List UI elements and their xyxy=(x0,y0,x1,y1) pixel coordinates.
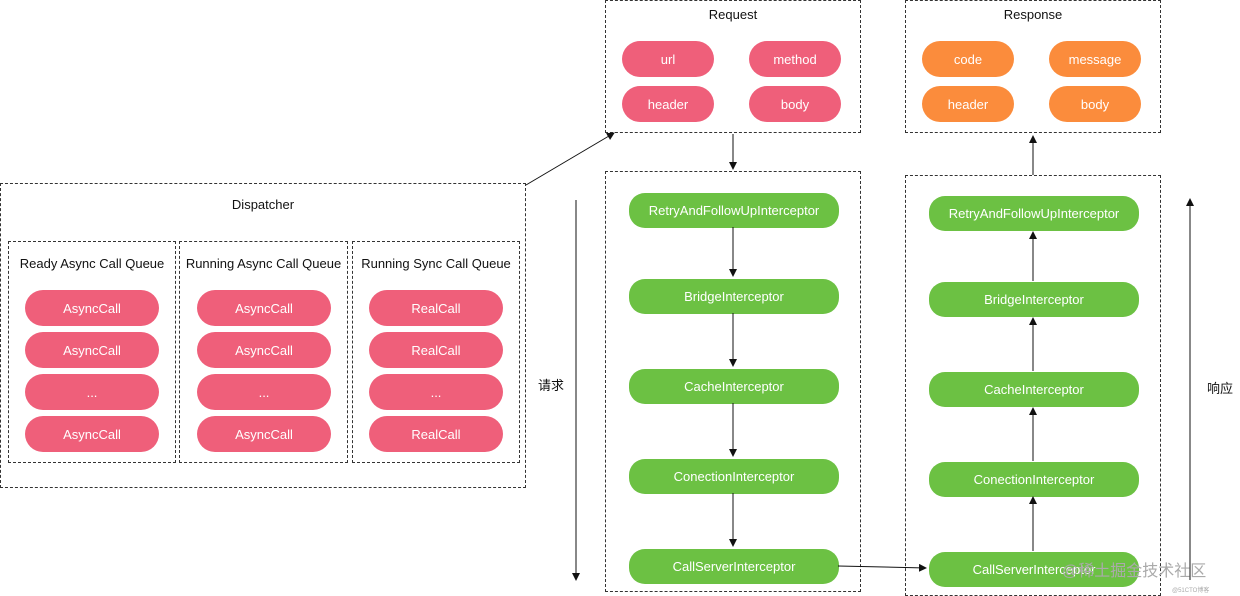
request-interceptor: ConectionInterceptor xyxy=(629,459,839,494)
response-interceptor: ConectionInterceptor xyxy=(929,462,1139,497)
queue-item: ... xyxy=(369,374,503,410)
response-code: code xyxy=(922,41,1014,77)
dispatcher-title: Dispatcher xyxy=(231,197,295,212)
dispatcher-box: Dispatcher Ready Async Call Queue AsyncC… xyxy=(0,183,526,488)
running-async-queue: Running Async Call Queue AsyncCall Async… xyxy=(179,241,348,463)
response-header: header xyxy=(922,86,1014,122)
watermark-sub: @51CTO博客 xyxy=(1172,588,1210,594)
watermark: @稀土掘金技术社区 xyxy=(1062,563,1207,580)
request-direction-label: 请求 xyxy=(538,378,565,393)
queue-item: RealCall xyxy=(369,332,503,368)
queue-item: AsyncCall xyxy=(197,416,331,452)
queue-title: Running Async Call Queue xyxy=(185,256,342,271)
queue-item: ... xyxy=(25,374,159,410)
queue-item: AsyncCall xyxy=(25,290,159,326)
request-body: body xyxy=(749,86,841,122)
request-method: method xyxy=(749,41,841,77)
response-body: body xyxy=(1049,86,1141,122)
queue-item: AsyncCall xyxy=(197,290,331,326)
response-message: message xyxy=(1049,41,1141,77)
request-box: Request url method header body xyxy=(605,0,861,133)
queue-title: Running Sync Call Queue xyxy=(361,256,511,271)
request-interceptor: BridgeInterceptor xyxy=(629,279,839,314)
queue-item: AsyncCall xyxy=(197,332,331,368)
request-interceptor: CallServerInterceptor xyxy=(629,549,839,584)
request-url: url xyxy=(622,41,714,77)
request-interceptor: RetryAndFollowUpInterceptor xyxy=(629,193,839,228)
request-chain-box: RetryAndFollowUpInterceptor BridgeInterc… xyxy=(605,171,861,592)
response-chain-box: RetryAndFollowUpInterceptor BridgeInterc… xyxy=(905,175,1161,596)
request-interceptor: CacheInterceptor xyxy=(629,369,839,404)
response-interceptor: BridgeInterceptor xyxy=(929,282,1139,317)
queue-item: RealCall xyxy=(369,290,503,326)
request-header: header xyxy=(622,86,714,122)
request-title: Request xyxy=(708,7,758,22)
queue-item: AsyncCall xyxy=(25,332,159,368)
queue-item: RealCall xyxy=(369,416,503,452)
arrow-dispatcher-to-request xyxy=(525,132,615,186)
queue-item: AsyncCall xyxy=(25,416,159,452)
response-interceptor: CacheInterceptor xyxy=(929,372,1139,407)
response-title: Response xyxy=(1003,7,1063,22)
ready-async-queue: Ready Async Call Queue AsyncCall AsyncCa… xyxy=(8,241,176,463)
queue-item: ... xyxy=(197,374,331,410)
response-interceptor: RetryAndFollowUpInterceptor xyxy=(929,196,1139,231)
queue-title: Ready Async Call Queue xyxy=(19,256,165,271)
response-box: Response code message header body xyxy=(905,0,1161,133)
running-sync-queue: Running Sync Call Queue RealCall RealCal… xyxy=(352,241,520,463)
response-direction-label: 响应 xyxy=(1207,381,1234,396)
response-interceptor: CallServerInterceptor xyxy=(929,552,1139,587)
